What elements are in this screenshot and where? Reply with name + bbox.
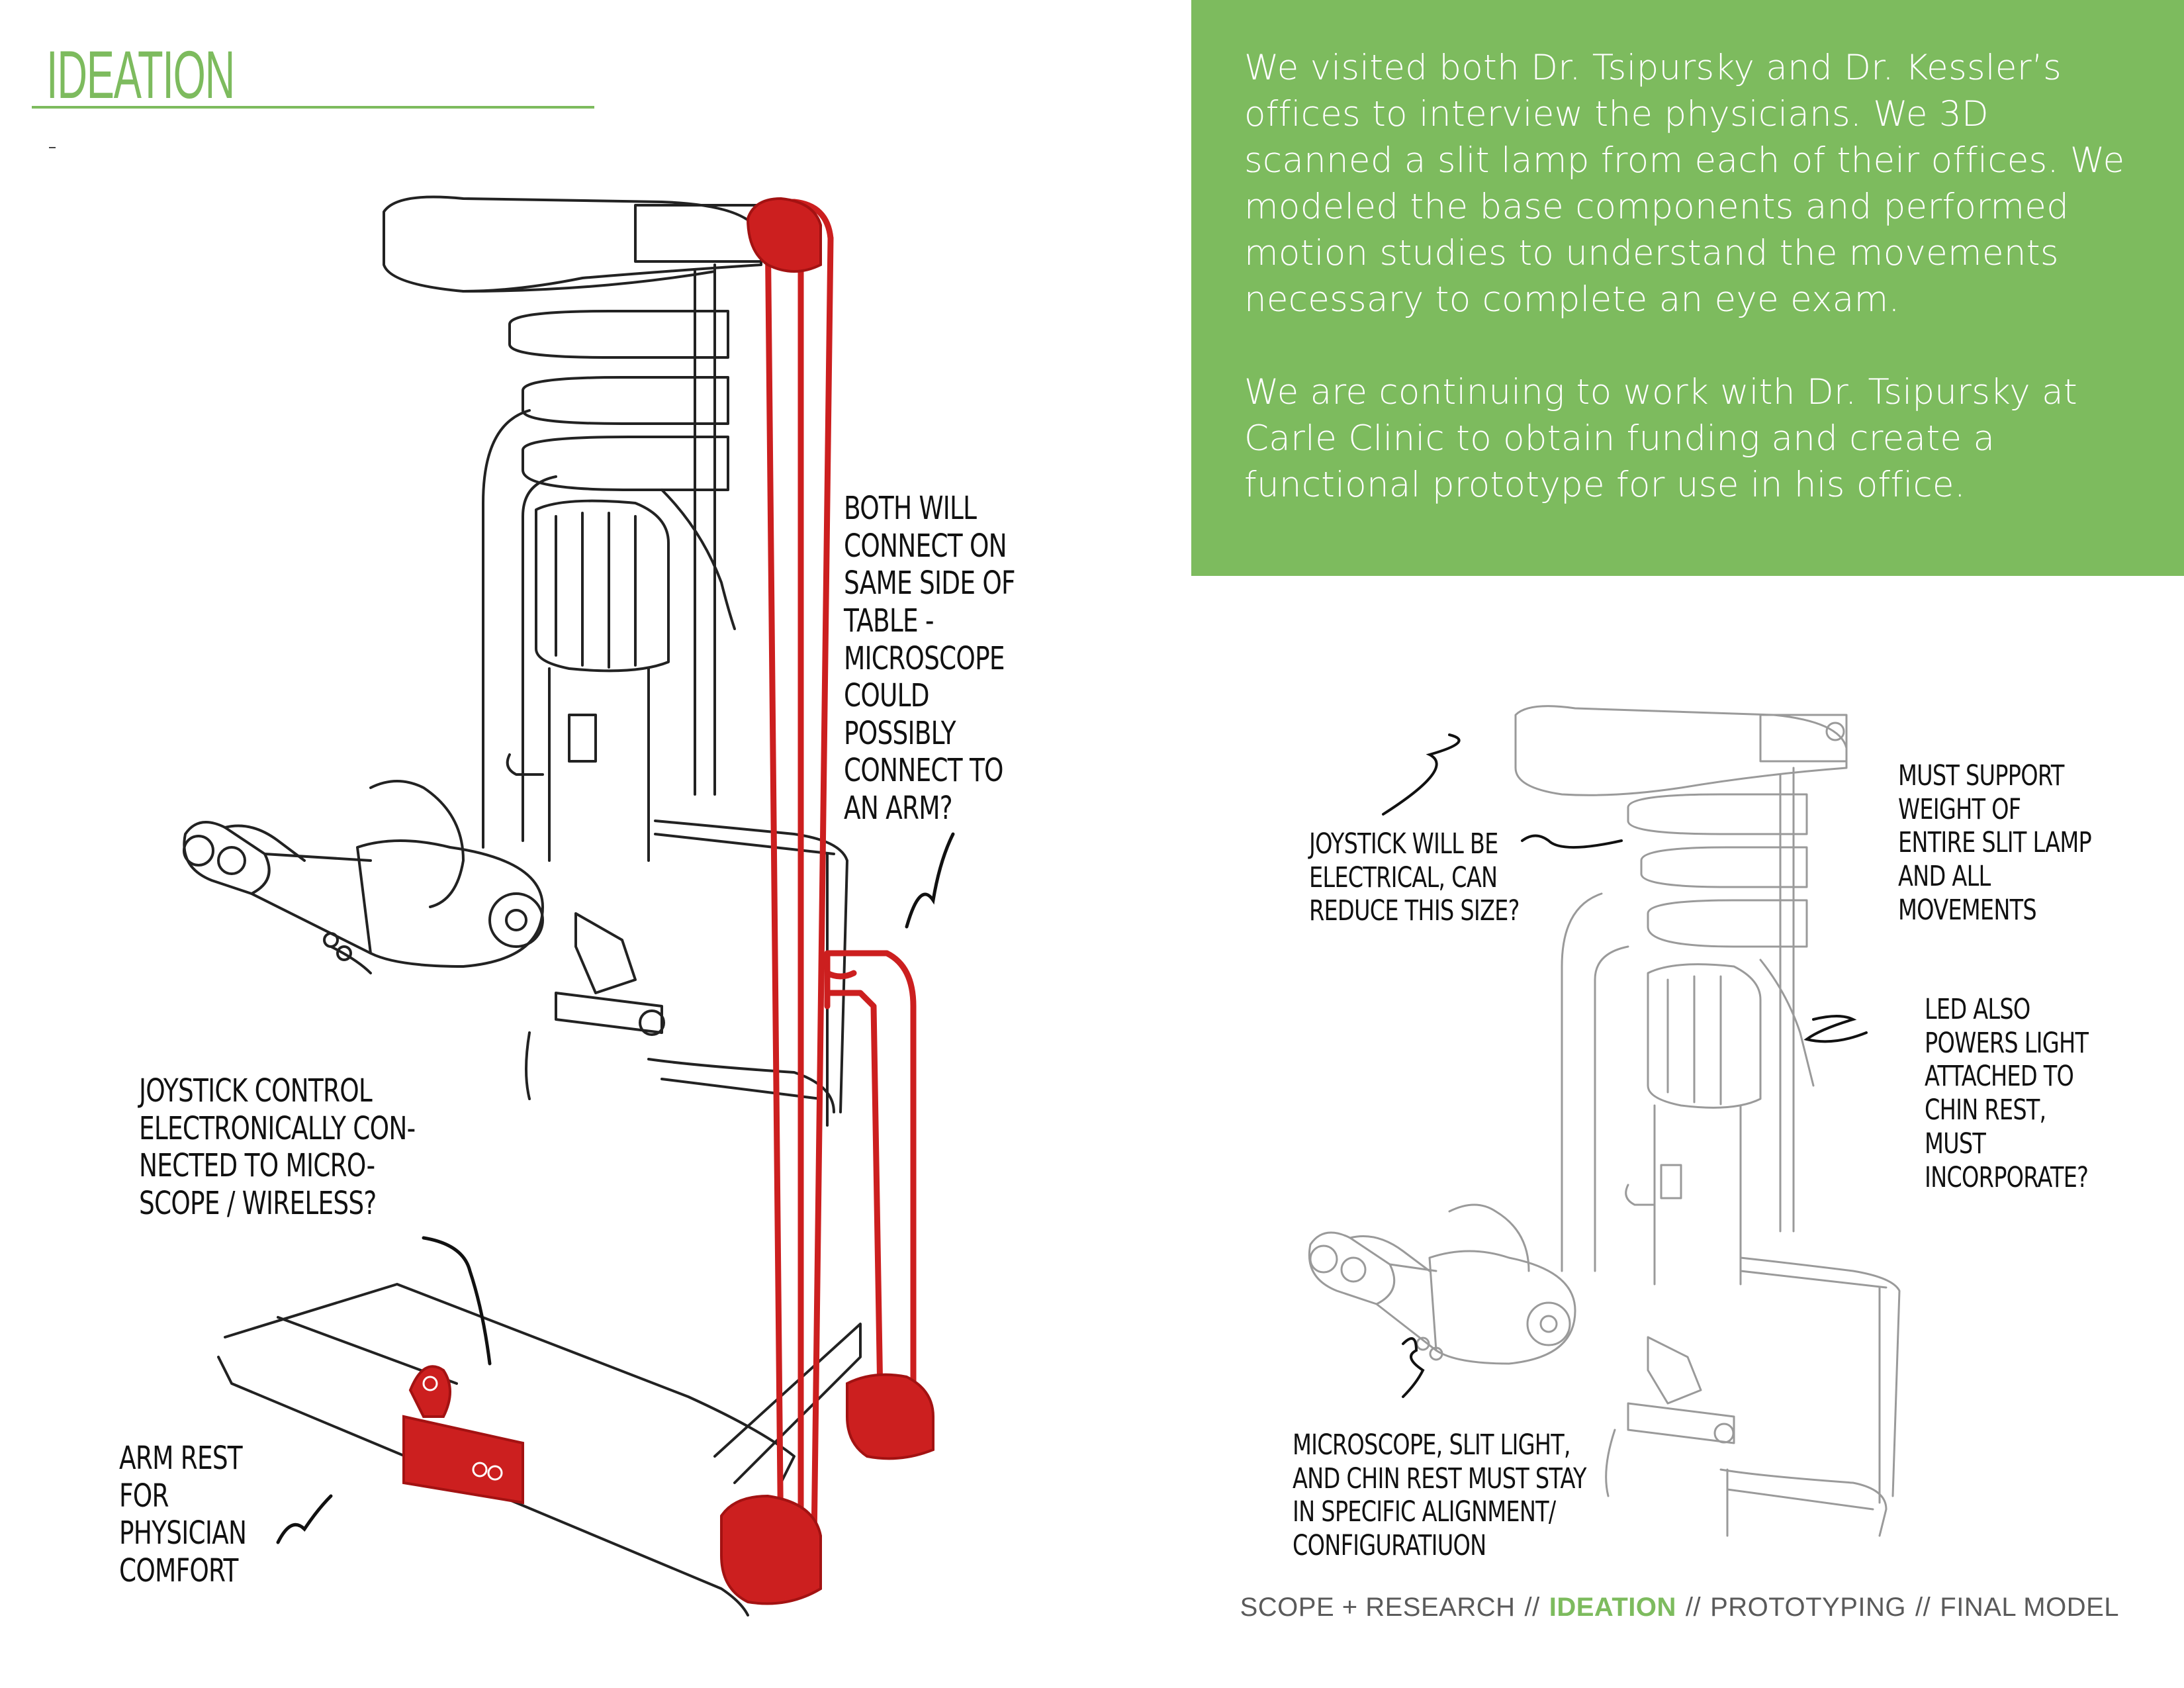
right-slit-lamp-sketch <box>1308 705 1901 1537</box>
note-joystick-control: JOYSTICK CONTROL ELECTRONICALLY CON- NEC… <box>139 1072 416 1222</box>
squiggle-alignment <box>1402 1337 1425 1398</box>
note-both-will-connect: BOTH WILL CONNECT ON SAME SIDE OF TABLE … <box>844 490 1016 827</box>
section-breadcrumb: SCOPE + RESEARCH // IDEATION // PROTOTYPING /… <box>1240 1593 2119 1622</box>
breadcrumb-separator: // <box>1685 1593 1702 1622</box>
title-underline <box>32 106 594 109</box>
left-slit-lamp-sketch <box>183 195 955 1617</box>
red-chin-arm <box>824 950 917 1407</box>
note-arm-rest: ARM REST FOR PHYSICIAN COMFORT <box>119 1440 247 1589</box>
headrest-top <box>383 195 762 293</box>
breadcrumb-separator: // <box>1915 1593 1931 1622</box>
squiggle-led <box>1803 1015 1868 1043</box>
rings <box>508 310 729 359</box>
squiggle-joystick <box>1382 733 1461 816</box>
red-arm-post <box>764 215 784 1559</box>
red-joystick <box>402 1415 524 1505</box>
illuminator-body <box>535 499 670 673</box>
squiggle-2 <box>422 1236 492 1366</box>
note-led-powers: LED ALSO POWERS LIGHT ATTACHED TO CHIN R… <box>1925 993 2089 1194</box>
breadcrumb-ideation[interactable]: IDEATION <box>1549 1593 1676 1622</box>
intro-paragraph-2: We are continuing to work with Dr. Tsipu… <box>1244 372 2077 505</box>
joystick-base <box>555 992 663 1034</box>
breadcrumb-separator: // <box>1524 1593 1540 1622</box>
breadcrumb-prototyping[interactable]: PROTOTYPING <box>1710 1593 1907 1622</box>
microscope-body <box>356 839 544 968</box>
column <box>482 409 531 849</box>
drum <box>369 780 465 908</box>
breadcrumb-final-model[interactable]: FINAL MODEL <box>1940 1593 2119 1622</box>
chin-rest-frame <box>654 820 848 1113</box>
page-title: IDEATION <box>46 37 235 113</box>
microscope-eyepieces <box>183 821 271 895</box>
note-joystick-electrical: JOYSTICK WILL BE ELECTRICAL, CAN REDUCE … <box>1309 827 1520 928</box>
red-bottom-clamp <box>720 1494 822 1605</box>
squiggle-1 <box>905 832 955 929</box>
note-must-support: MUST SUPPORT WEIGHT OF ENTIRE SLIT LAMP … <box>1898 759 2092 927</box>
squiggle-3 <box>276 1494 333 1544</box>
squiggle-support <box>1521 834 1623 849</box>
breadcrumb-scope-research[interactable]: SCOPE + RESEARCH <box>1240 1593 1516 1622</box>
red-top-clamp <box>746 197 822 273</box>
note-alignment: MICROSCOPE, SLIT LIGHT, AND CHIN REST MU… <box>1293 1429 1587 1563</box>
red-chin-clamp <box>846 1373 934 1460</box>
info-panel: We visited both Dr. Tsipursky and Dr. Ke… <box>1191 0 2184 576</box>
intro-paragraph-1: We visited both Dr. Tsipursky and Dr. Ke… <box>1244 48 2125 320</box>
dash-mark <box>49 147 56 148</box>
